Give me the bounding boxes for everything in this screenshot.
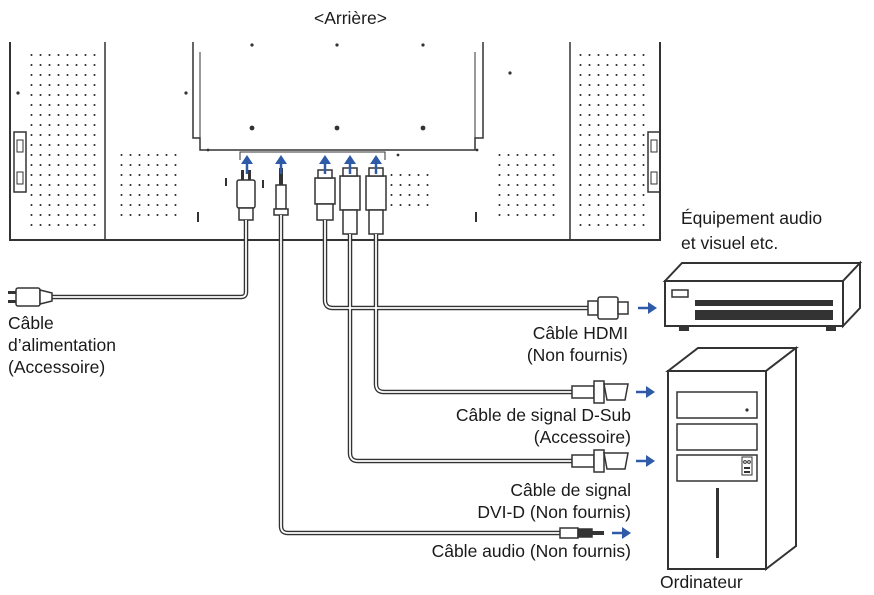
av-equipment-device xyxy=(662,260,863,331)
audio-jack-plug xyxy=(275,184,287,210)
dsub-plug-end xyxy=(571,380,629,404)
power-cable-label-line: (Accessoire) xyxy=(8,357,106,377)
insert-arrows xyxy=(241,155,382,174)
computer-label: Ordinateur xyxy=(660,572,743,592)
dvi-plug-end xyxy=(571,449,629,473)
computer-label-line: Ordinateur xyxy=(660,572,743,592)
hdmi-plug-end xyxy=(587,296,629,320)
hdmi-cable-label-line: (Non fournis) xyxy=(526,345,628,365)
dvi-cable-label: Câble de signal DVI-D (Non fournis) xyxy=(477,479,631,523)
dsub-plug xyxy=(365,175,387,211)
device-arrows xyxy=(612,302,657,539)
audio-cable-label-line: Câble audio (Non fournis) xyxy=(431,541,631,561)
dsub-cable-label-line: Câble de signal D-Sub xyxy=(455,405,631,425)
av-equipment-label-line: et visuel etc. xyxy=(681,233,779,253)
dvi-cable-label-line: DVI-D (Non fournis) xyxy=(477,502,631,522)
hdmi-plug xyxy=(314,177,336,205)
hdmi-cable-label-line: Câble HDMI xyxy=(532,323,628,343)
vent-holes xyxy=(28,48,649,233)
dvi-plug xyxy=(339,175,361,211)
av-equipment-label-line: Équipement audio xyxy=(681,208,823,228)
av-equipment-label: Équipement audio et visuel etc. xyxy=(681,206,822,256)
power-cable-label-line: Câble xyxy=(8,313,54,333)
panel-connectors xyxy=(236,167,387,235)
computer-tower xyxy=(665,345,799,572)
diagram-title: <Arrière> xyxy=(314,8,387,28)
panel-screws xyxy=(16,43,512,222)
audio-cable-label: Câble audio (Non fournis) xyxy=(432,541,631,561)
dsub-cable-label-line: (Accessoire) xyxy=(533,427,631,447)
hdmi-cable-label: Câble HDMI (Non fournis) xyxy=(527,322,628,366)
audio-plug-end xyxy=(559,527,604,539)
dsub-cable-label: Câble de signal D-Sub (Accessoire) xyxy=(456,404,631,448)
power-cable-label-line: d’alimentation xyxy=(8,335,116,355)
cable-cores xyxy=(52,215,590,534)
power-cable-label: Câble d’alimentation (Accessoire) xyxy=(8,312,116,378)
power-plug-end xyxy=(8,287,53,307)
monitor-rear-panel xyxy=(9,42,661,241)
power-plug xyxy=(236,179,256,209)
dvi-cable-label-line: Câble de signal xyxy=(510,480,631,500)
